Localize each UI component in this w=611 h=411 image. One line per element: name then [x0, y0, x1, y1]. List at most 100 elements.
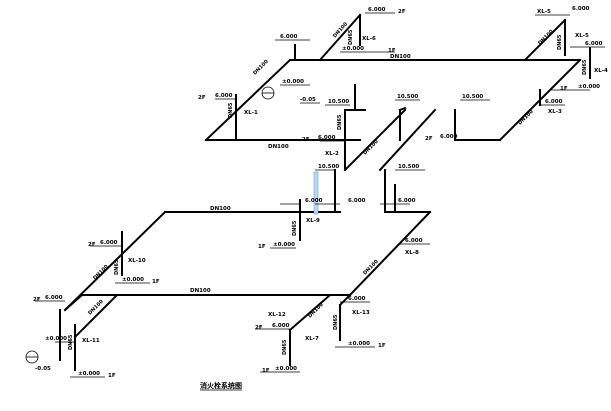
pipe-size-label: DN65	[333, 314, 339, 330]
pipe-size-label: DN65	[114, 259, 120, 275]
elevation-label: 6.000	[572, 6, 590, 12]
riser-label: XL-7	[305, 336, 319, 342]
diagonal-pipe-mid1	[343, 108, 407, 172]
riser-mid-cap	[398, 106, 407, 112]
floor-label: 2F	[198, 95, 206, 101]
elevation-label: ±0.000	[45, 336, 67, 342]
pipe-size-label: DN100	[268, 144, 289, 150]
floor-label: 2F	[88, 242, 96, 248]
floor-label: 1F	[262, 368, 270, 374]
pipe-size-label: DN100	[92, 264, 110, 282]
riser-label: XL-13	[352, 310, 370, 316]
riser-label: XL-4	[594, 68, 608, 74]
elevation-label: 6.000	[45, 295, 63, 301]
elevation-label: 6.000	[272, 323, 290, 329]
pipe-size-label: DN65	[228, 102, 234, 118]
floor-label: 2F	[302, 137, 310, 143]
elevation-label: 10.500	[398, 164, 419, 170]
riser-label: XL-5	[575, 33, 589, 39]
upper-system	[204, 13, 591, 172]
riser-label: XL-1	[244, 110, 258, 116]
elevation-label: ±0.000	[78, 371, 100, 377]
diagonal-pipe-mid2	[378, 108, 437, 172]
pipe-size-label: DN65	[348, 29, 354, 45]
pipe-size-label: DN100	[87, 299, 105, 317]
elevation-label: 6.000	[585, 41, 603, 47]
riser-label: XL-2	[325, 151, 339, 157]
floor-label: 2F	[255, 325, 263, 331]
floor-label: 1F	[108, 373, 116, 379]
pipe-size-label: DN100	[210, 206, 231, 212]
pipe-size-label: DN100	[307, 302, 325, 320]
riser-xl13-join	[338, 293, 352, 307]
riser-label: XL-8	[405, 250, 419, 256]
riser-label: XL-9	[306, 218, 320, 224]
riser-label: XL-5	[537, 9, 551, 15]
elevation-label: 6.000	[368, 7, 386, 13]
riser-label: XL-3	[548, 109, 562, 115]
elevation-label: 6.000	[280, 34, 298, 40]
elevation-label: 6.000	[100, 240, 118, 246]
elevation-label: ±0.000	[122, 277, 144, 283]
riser-label: XL-10	[128, 258, 146, 264]
pipe-size-label: DN65	[337, 114, 343, 130]
middle-system	[63, 169, 432, 312]
diagonal-pipe-xl11	[73, 293, 119, 339]
elevation-label: 6.000	[305, 198, 323, 204]
elevation-label: 10.500	[462, 94, 483, 100]
drawing-title: 消火栓系统图	[200, 381, 242, 390]
pipe-size-label: DN65	[68, 334, 74, 350]
main-pipe-bottom-join	[63, 293, 84, 312]
elevation-label: ±0.000	[273, 242, 295, 248]
elevation-label: ±0.000	[282, 79, 304, 85]
pipe-size-label: DN65	[557, 34, 563, 50]
elevation-label: 6.000	[405, 238, 423, 244]
elevation-label: 6.000	[398, 198, 416, 204]
diagonal-pipe-xl5	[523, 18, 567, 62]
pipe-size-label: DN100	[252, 59, 270, 77]
diagonal-pipe-xl12	[288, 293, 332, 332]
floor-label: 1F	[378, 343, 386, 349]
floor-label: 1F	[560, 86, 568, 92]
diagonal-pipe-left	[204, 58, 292, 142]
floor-label: 2F	[425, 136, 433, 142]
riser-label: XL-12	[268, 312, 286, 318]
diagonal-pipe-xl8	[348, 210, 432, 297]
elevation-label: 6.000	[348, 198, 366, 204]
pipe-size-label: DN100	[190, 288, 211, 294]
riser-label: XL-11	[82, 338, 100, 344]
elevation-label: ±0.000	[578, 84, 600, 90]
floor-label: 1F	[388, 48, 396, 54]
pipe-size-label: DN100	[390, 54, 411, 60]
pipe-size-label: DN100	[517, 109, 535, 127]
pipe-size-label: DN100	[362, 139, 380, 157]
elevation-label: ±0.000	[342, 46, 364, 52]
elevation-label: ±0.000	[348, 341, 370, 347]
pipe-size-label: DN65	[292, 220, 298, 236]
selection-highlight	[313, 171, 319, 215]
riser-label: XL-6	[362, 36, 376, 42]
elevation-label: 6.000	[215, 93, 233, 99]
floor-label: 2F	[398, 9, 406, 15]
elevation-label: -0.05	[35, 366, 51, 372]
floor-label: 1F	[258, 244, 266, 250]
elevation-label: 10.500	[328, 99, 349, 105]
elevation-leaders	[35, 12, 605, 378]
lower-system	[59, 293, 352, 371]
floor-label: 2F	[33, 297, 41, 303]
elevation-label: -0.05	[300, 97, 316, 103]
elevation-label: 10.500	[318, 164, 339, 170]
pipe-size-label: DN100	[537, 29, 555, 47]
diagonal-pipe-lower-left	[63, 210, 167, 312]
elevation-label: 6.000	[440, 134, 458, 140]
elevation-label: ±0.000	[275, 366, 297, 372]
diagonal-pipe-xl6	[318, 13, 362, 62]
elevation-label: 10.500	[397, 94, 418, 100]
pipe-size-label: DN65	[582, 59, 588, 75]
elevation-label: 6.000	[348, 296, 366, 302]
pipe-size-label: DN65	[282, 339, 288, 355]
elevation-label: 6.000	[545, 99, 563, 105]
elevation-label: 6.000	[318, 135, 336, 141]
